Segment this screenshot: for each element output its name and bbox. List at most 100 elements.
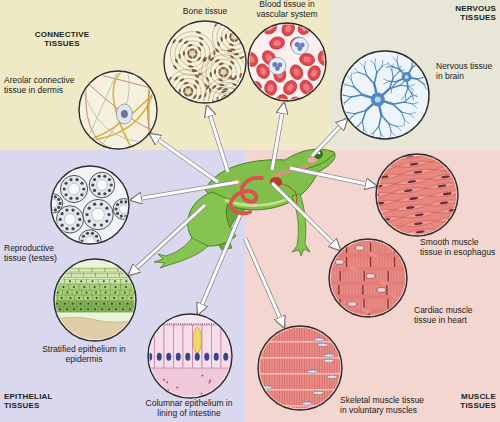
tissue-detail xyxy=(257,343,258,357)
region-heading: NERVOUS TISSUES xyxy=(440,4,496,22)
tissue-detail xyxy=(375,65,377,73)
tissue-detail xyxy=(328,238,408,318)
tissue-detail xyxy=(229,77,235,81)
tissue-detail xyxy=(80,182,83,185)
tissue-detail xyxy=(337,285,338,295)
tissue-detail xyxy=(64,307,71,313)
tissue-detail xyxy=(198,94,202,100)
tissue-detail xyxy=(289,375,290,389)
tissue-detail xyxy=(201,374,203,376)
tissue-detail xyxy=(192,94,197,99)
tissue-label: Bone tissue xyxy=(170,7,240,17)
tissue-detail xyxy=(350,267,358,271)
tissue-detail xyxy=(379,299,380,309)
tissue-detail xyxy=(59,202,62,205)
tissue-detail xyxy=(80,280,82,282)
tissue-detail xyxy=(59,308,61,310)
tissue-detail xyxy=(292,391,293,405)
tissue-detail xyxy=(195,353,200,361)
tissue-detail xyxy=(277,359,278,373)
tissue-detail xyxy=(267,327,268,341)
tissue-detail xyxy=(212,84,217,89)
tissue-detail xyxy=(407,180,416,184)
tissue-texture xyxy=(257,325,343,411)
tissue-detail xyxy=(375,97,381,103)
tissue-detail xyxy=(337,327,338,341)
tissue-detail xyxy=(174,325,184,368)
tissue-detail xyxy=(339,391,340,405)
tissue-detail xyxy=(355,257,356,267)
tissue-detail xyxy=(136,308,137,310)
tissue-detail xyxy=(279,407,280,411)
tissue-detail xyxy=(419,58,422,63)
tissue-detail xyxy=(334,243,335,253)
tissue-detail xyxy=(78,307,85,313)
tissue-detail xyxy=(377,288,386,293)
tissue-circle: Smooth muscle tissue in esophagus xyxy=(375,153,459,237)
tissue-detail xyxy=(130,297,132,299)
tissue-detail xyxy=(370,243,371,253)
tissue-detail xyxy=(294,359,295,373)
tissue-detail xyxy=(221,101,227,104)
tissue-detail xyxy=(404,189,413,193)
tissue-detail xyxy=(87,297,89,299)
tissue-detail xyxy=(53,286,54,288)
tissue-detail xyxy=(376,257,377,267)
tissue-detail xyxy=(110,290,120,295)
tissue-detail xyxy=(349,257,350,267)
tissue-detail xyxy=(65,227,68,230)
tissue-detail xyxy=(71,208,74,211)
tissue-detail xyxy=(80,303,82,305)
tissue-detail xyxy=(206,55,241,90)
tissue-detail xyxy=(110,285,120,290)
tissue-detail xyxy=(297,391,298,405)
tissue-detail xyxy=(413,170,422,174)
tissue-detail xyxy=(94,286,96,288)
tissue-circle-outline xyxy=(163,20,247,104)
tissue-detail xyxy=(358,299,359,309)
tissue-region: EPITHELIAL TISSUESReproductive tissue (t… xyxy=(0,150,245,422)
tissue-circle-outline xyxy=(147,313,233,399)
tissue-detail xyxy=(103,280,105,282)
tissue-detail xyxy=(214,353,219,361)
tissue-detail xyxy=(379,115,382,126)
tissue-detail xyxy=(191,68,197,72)
tissue-detail xyxy=(373,243,374,253)
tissue-detail xyxy=(64,214,75,225)
tissue-detail xyxy=(65,208,68,211)
tissue-detail xyxy=(92,280,94,282)
tissue-detail xyxy=(397,271,398,281)
tissue-detail xyxy=(98,192,101,195)
tissue-detail xyxy=(367,257,368,267)
tissue-detail xyxy=(402,210,436,219)
tissue-detail xyxy=(88,219,91,222)
tissue-detail xyxy=(53,274,59,278)
tissue-detail xyxy=(98,175,101,178)
tissue-detail xyxy=(382,243,383,253)
tissue-detail xyxy=(105,292,107,294)
tissue-detail xyxy=(178,53,181,59)
tissue-detail xyxy=(193,327,201,353)
tissue-detail xyxy=(294,375,295,389)
tissue-detail xyxy=(223,353,228,361)
tissue-detail xyxy=(373,299,374,309)
tissue-detail xyxy=(443,158,452,162)
tissue-detail xyxy=(120,215,123,218)
tissue-detail xyxy=(265,327,275,330)
tissue-circle: Areolar connective tissue in dermis xyxy=(78,70,158,150)
tissue-detail xyxy=(361,257,362,267)
tissue-detail xyxy=(381,281,389,285)
tissue-detail xyxy=(222,385,224,387)
tissue-detail xyxy=(104,286,106,288)
tissue-detail xyxy=(349,313,350,318)
tissue-detail xyxy=(98,279,109,283)
tissue-detail xyxy=(355,110,366,113)
tissue-detail xyxy=(170,32,214,76)
tissue-detail xyxy=(304,375,305,389)
tissue-detail xyxy=(127,307,134,313)
tissue-detail xyxy=(361,285,362,295)
tissue-detail xyxy=(202,325,212,368)
tissue-circle-outline xyxy=(340,50,430,140)
tissue-detail xyxy=(124,292,126,294)
tissue-circle-outline xyxy=(50,165,130,245)
